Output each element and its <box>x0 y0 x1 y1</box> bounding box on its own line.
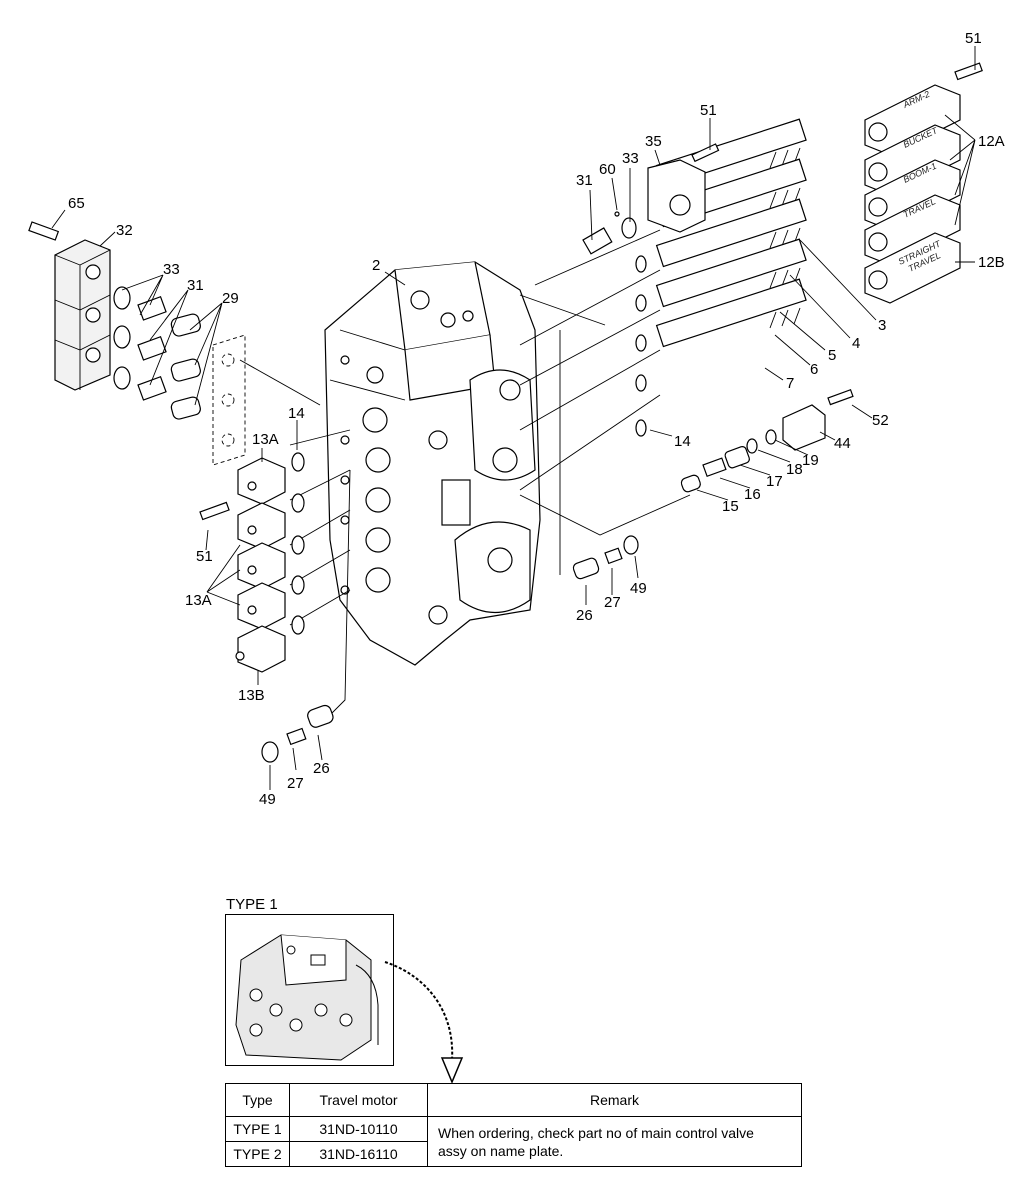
callout-2: 2 <box>372 257 380 274</box>
callout-18: 18 <box>786 461 803 478</box>
callout-33-left: 33 <box>163 261 180 278</box>
callout-49-bottom: 49 <box>259 791 276 808</box>
callout-14-right: 14 <box>674 433 691 450</box>
springs-31-left <box>137 296 167 401</box>
cell-travel-motor: 31ND-10110 <box>289 1116 428 1142</box>
callout-31-top: 31 <box>576 172 593 189</box>
plate-bucket: BUCKET <box>864 124 961 196</box>
gasket-plate <box>212 334 246 466</box>
header-travel-motor: Travel motor <box>289 1083 428 1117</box>
type-1-label: TYPE 1 <box>226 896 278 913</box>
callout-51-right: 51 <box>965 30 982 47</box>
callout-19: 19 <box>802 452 819 469</box>
right-lower-parts <box>261 389 854 763</box>
callout-49-right: 49 <box>630 580 647 597</box>
callout-26-bottom: 26 <box>313 760 330 777</box>
table-row: TYPE 2 31ND-16110 <box>225 1141 802 1167</box>
callout-13a-top: 13A <box>252 431 279 448</box>
cap-13a-3 <box>237 542 286 590</box>
callout-4: 4 <box>852 335 860 352</box>
header-type: Type <box>225 1083 290 1117</box>
callout-26-right: 26 <box>576 607 593 624</box>
callout-44: 44 <box>834 435 851 452</box>
cell-remark: When ordering, check part no of main con… <box>427 1116 802 1167</box>
type-table: Type Travel motor Remark TYPE 1 31ND-101… <box>225 1083 802 1167</box>
callout-52: 52 <box>872 412 889 429</box>
callout-33-top: 33 <box>622 150 639 167</box>
callout-13b: 13B <box>238 687 265 704</box>
o-rings-33-left <box>113 286 131 390</box>
callout-14-left: 14 <box>288 405 305 422</box>
callout-leaders <box>51 46 976 790</box>
leader-lines <box>239 229 691 716</box>
callout-7: 7 <box>786 375 794 392</box>
callout-6: 6 <box>810 361 818 378</box>
callout-51-left: 51 <box>196 548 213 565</box>
callout-31-left: 31 <box>187 277 204 294</box>
cell-travel-motor: 31ND-16110 <box>289 1141 428 1167</box>
callout-32: 32 <box>116 222 133 239</box>
plate-arm2: ARM-2 <box>864 84 961 156</box>
plate-boom1: BOOM-1 <box>864 159 961 231</box>
callout-13a-group: 13A <box>185 592 212 609</box>
callout-12b: 12B <box>978 254 1005 271</box>
callout-5: 5 <box>828 347 836 364</box>
bolt-65 <box>28 221 60 241</box>
o-rings-14-left <box>291 452 305 635</box>
callout-27-bottom: 27 <box>287 775 304 792</box>
remark-line-1: When ordering, check part no of main con… <box>438 1124 754 1141</box>
cell-type: TYPE 2 <box>225 1141 290 1167</box>
spool-6 <box>655 238 807 308</box>
callout-27-right: 27 <box>604 594 621 611</box>
cap-13a-1 <box>237 457 286 505</box>
callout-15: 15 <box>722 498 739 515</box>
callout-51-top: 51 <box>700 102 717 119</box>
bolt-51-left <box>199 501 230 521</box>
spools <box>655 118 807 348</box>
main-valve-body <box>324 261 541 666</box>
spool-5 <box>655 198 807 268</box>
callout-numbers: 65 32 33 31 29 2 31 60 33 35 51 51 12A 1… <box>68 30 1005 808</box>
caps-13 <box>235 457 286 673</box>
top-cover-group <box>582 143 720 255</box>
table-row: TYPE 1 31ND-10110 When ordering, check p… <box>225 1116 802 1167</box>
table-header-row: Type Travel motor Remark <box>225 1083 802 1117</box>
cap-13a-4 <box>237 582 286 630</box>
remark-line-2: assy on name plate. <box>438 1142 564 1159</box>
cover-block <box>28 221 111 391</box>
plates-12: ARM-2 BUCKET BOOM-1 TRAVEL STRAIGHTTRAVE… <box>864 62 983 304</box>
callout-16: 16 <box>744 486 761 503</box>
header-remark: Remark <box>427 1083 802 1117</box>
callout-29: 29 <box>222 290 239 307</box>
callout-3: 3 <box>878 317 886 334</box>
cell-type: TYPE 1 <box>225 1116 290 1142</box>
spool-o-rings <box>635 255 647 437</box>
exploded-parts-diagram: ARM-2 BUCKET BOOM-1 TRAVEL STRAIGHTTRAVE… <box>28 30 1005 808</box>
spool-7 <box>655 278 807 348</box>
callout-65: 65 <box>68 195 85 212</box>
callout-17: 17 <box>766 473 783 490</box>
caps-29 <box>170 313 201 420</box>
cap-13b <box>235 625 286 673</box>
curved-arrow-icon <box>384 961 464 1084</box>
callout-35: 35 <box>645 133 662 150</box>
type-1-thumbnail <box>225 914 394 1066</box>
callout-12a: 12A <box>978 133 1005 150</box>
cap-13a-2 <box>237 502 286 550</box>
callout-60: 60 <box>599 161 616 178</box>
